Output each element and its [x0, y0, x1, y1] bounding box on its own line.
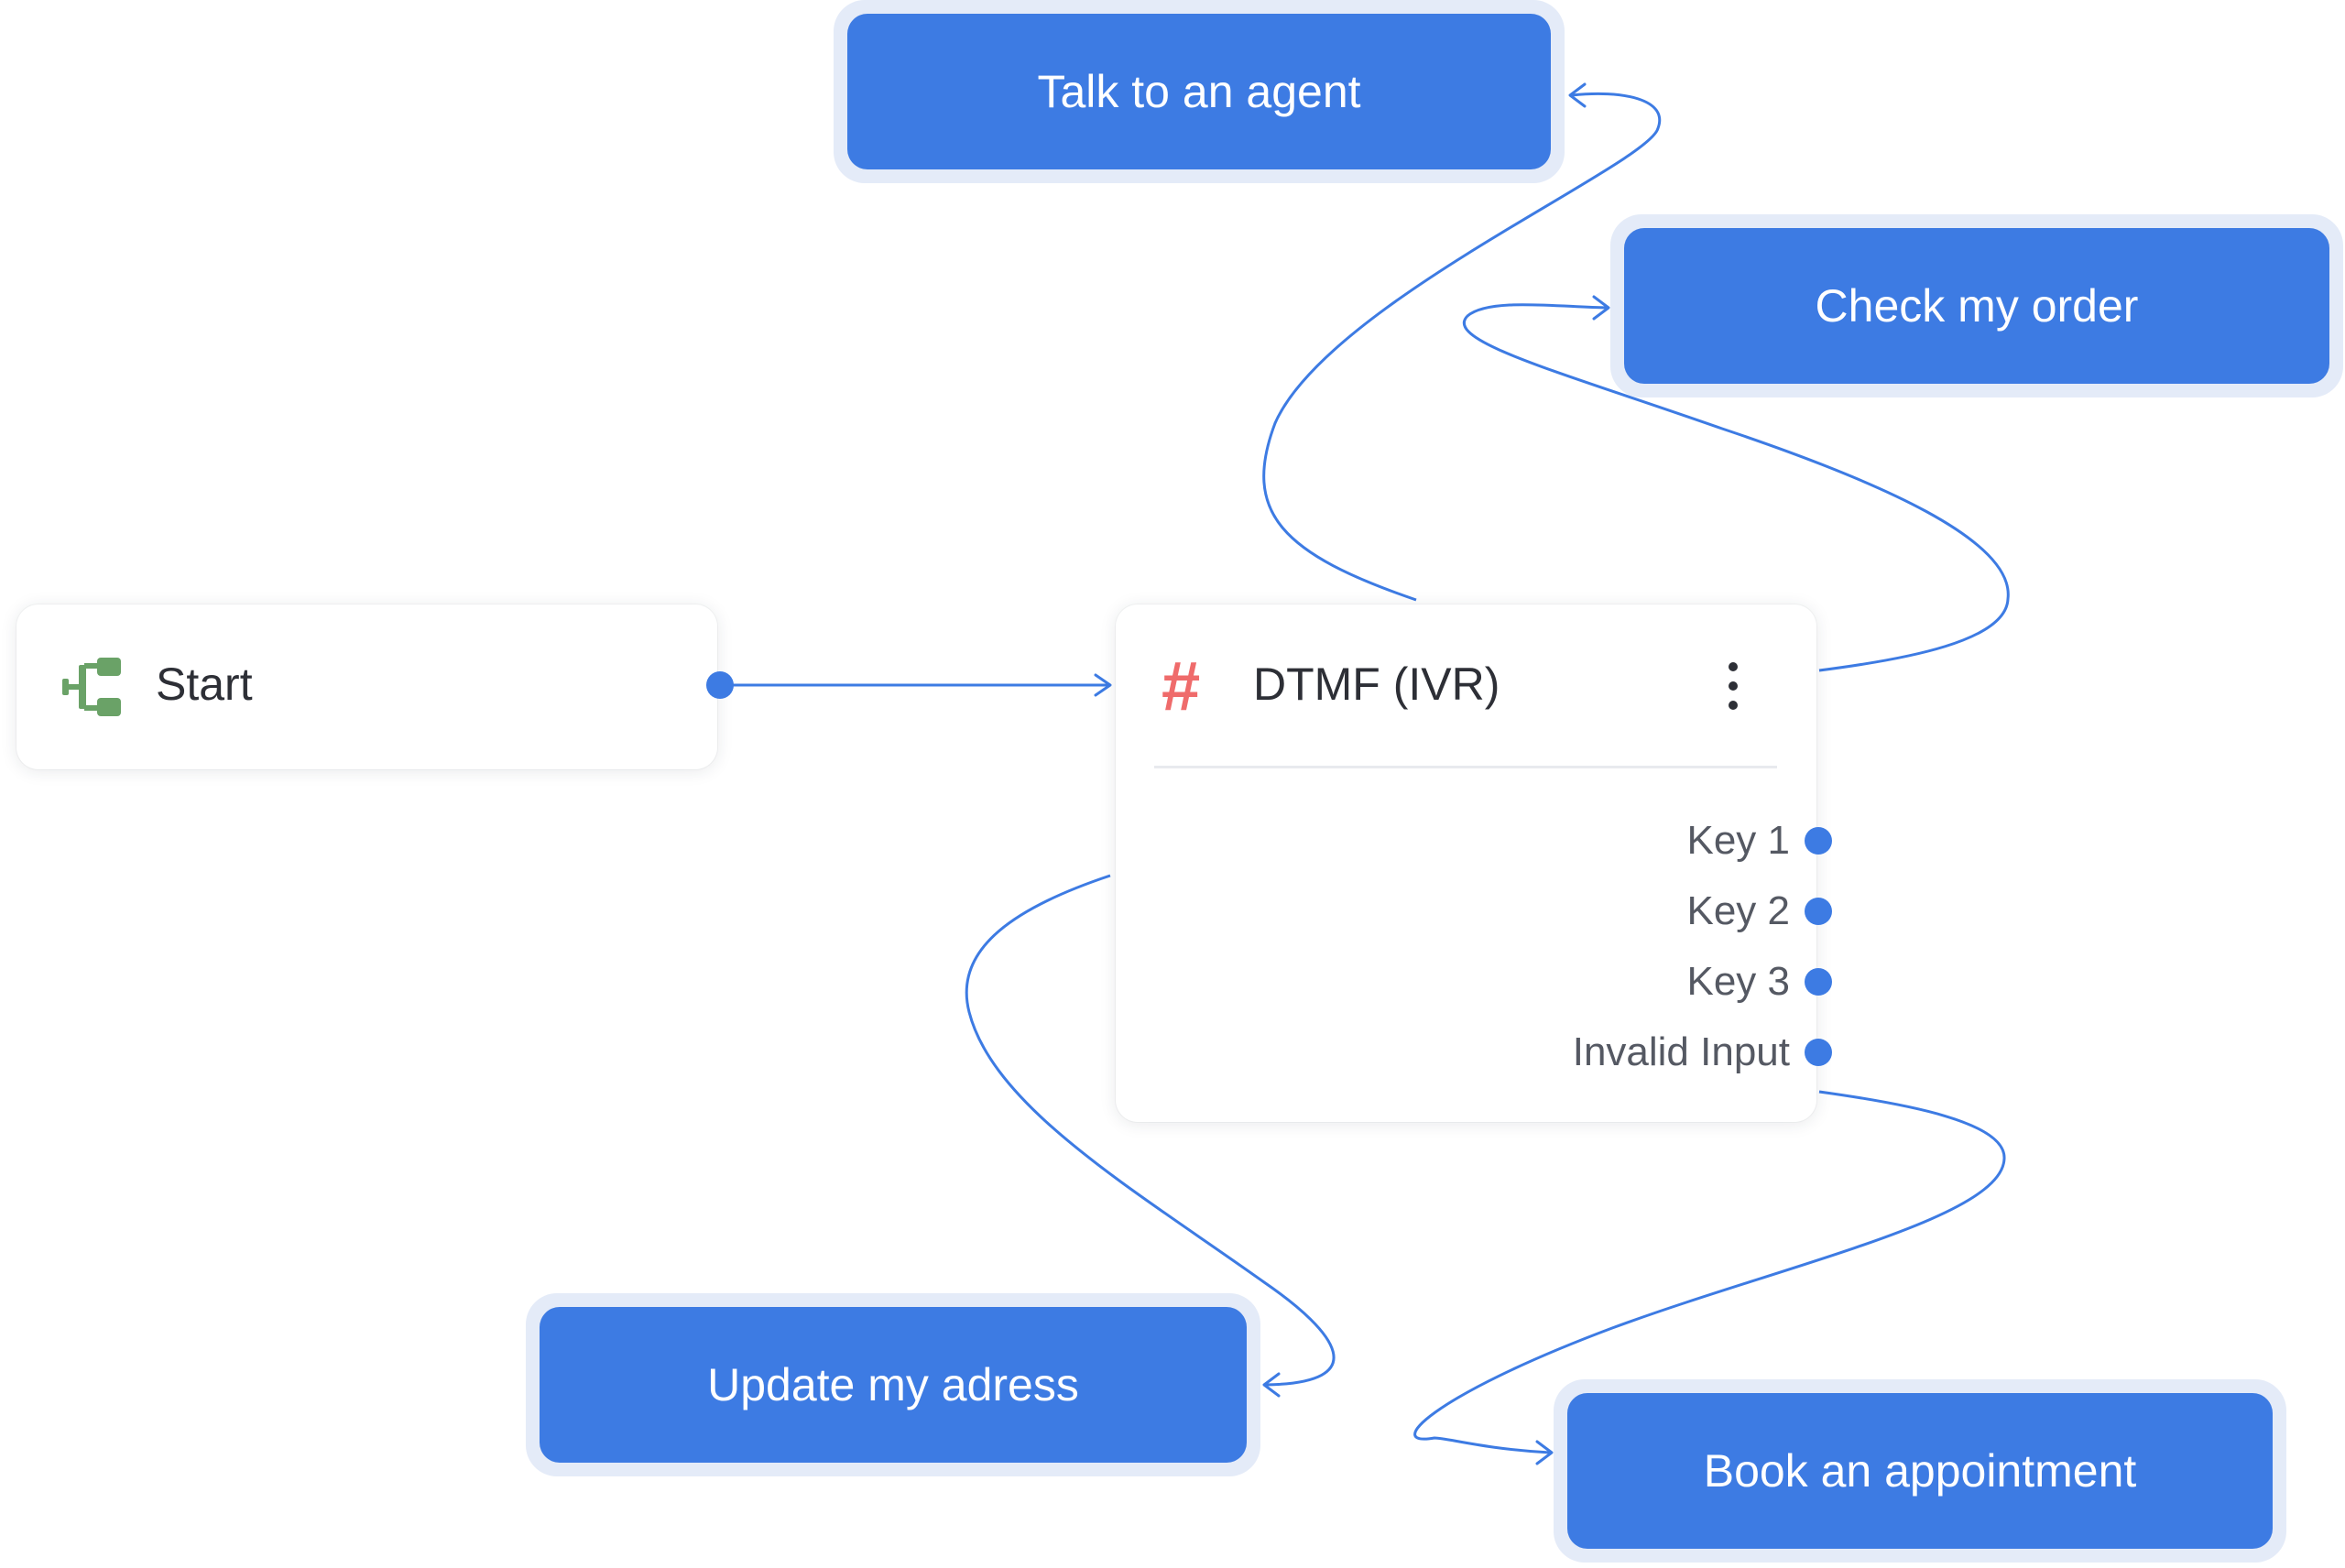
kebab-dot [1729, 662, 1738, 671]
port-dot-key-3[interactable] [1805, 968, 1832, 996]
action-node-book-an-appointment[interactable]: Book an appointment [1554, 1379, 2286, 1563]
arrowhead-book-an-appointment [1535, 1440, 1554, 1465]
update-my-adress-button[interactable]: Update my adress [540, 1307, 1247, 1463]
arrowhead-talk-to-agent [1568, 82, 1587, 108]
port-dot-key-2[interactable] [1805, 898, 1832, 925]
action-node-update-my-adress[interactable]: Update my adress [526, 1293, 1260, 1476]
port-dot-invalid-input[interactable] [1805, 1039, 1832, 1066]
start-node-title: Start [156, 659, 253, 710]
action-label: Talk to an agent [1037, 66, 1361, 117]
arrowhead-check-my-order [1592, 295, 1610, 321]
action-label: Update my adress [707, 1359, 1079, 1410]
node-divider [1154, 766, 1777, 768]
port-label-key-2: Key 2 [1686, 888, 1790, 933]
action-node-check-my-order[interactable]: Check my order [1610, 214, 2343, 397]
action-node-talk-to-agent[interactable]: Talk to an agent [834, 0, 1565, 183]
talk-to-agent-button[interactable]: Talk to an agent [847, 14, 1551, 169]
kebab-menu-icon[interactable] [1717, 658, 1750, 714]
arrowhead-dtmf [1094, 673, 1112, 697]
arrowhead-update-my-adress [1262, 1372, 1281, 1398]
port-label-key-3: Key 3 [1686, 959, 1790, 1004]
port-label-key-1: Key 1 [1686, 818, 1790, 863]
start-node[interactable] [16, 604, 717, 769]
port-label-invalid-input: Invalid Input [1572, 1029, 1790, 1074]
hash-icon: # [1162, 648, 1201, 725]
book-an-appointment-button[interactable]: Book an appointment [1567, 1393, 2273, 1549]
dtmf-node-title: DTMF (IVR) [1253, 659, 1500, 710]
start-output-port[interactable] [706, 671, 734, 699]
check-my-order-button[interactable]: Check my order [1624, 228, 2329, 384]
port-dot-key-1[interactable] [1805, 827, 1832, 855]
kebab-dot [1729, 701, 1738, 710]
kebab-dot [1729, 681, 1738, 691]
action-label: Book an appointment [1703, 1445, 2137, 1497]
action-label: Check my order [1815, 280, 2139, 332]
flow-branch-icon [62, 658, 121, 716]
